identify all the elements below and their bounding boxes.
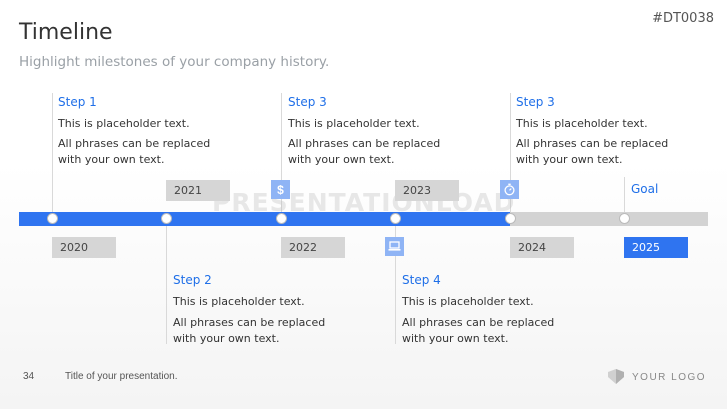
step-text: All phrases can be replaced (288, 137, 441, 150)
step-text: This is placeholder text. (58, 117, 190, 130)
timeline-dot (47, 213, 58, 224)
timeline-progress (19, 212, 510, 226)
step-text: This is placeholder text. (173, 295, 305, 308)
page-subtitle: Highlight milestones of your company his… (19, 54, 330, 70)
step-text: with your own text. (516, 153, 623, 166)
page-number: 34 (23, 371, 35, 382)
step-text: All phrases can be replaced (402, 316, 555, 329)
year-label: 2022 (281, 237, 345, 258)
timeline-dot (161, 213, 172, 224)
timeline-dot (619, 213, 630, 224)
step-text: All phrases can be replaced (516, 137, 669, 150)
step-text: This is placeholder text. (402, 295, 534, 308)
step-text: with your own text. (58, 153, 165, 166)
connector-line (624, 177, 625, 213)
stopwatch-icon-graphic (504, 183, 515, 196)
step-title: Step 3 (516, 95, 555, 109)
step-text: This is placeholder text. (516, 117, 648, 130)
connector-line (52, 93, 53, 213)
connector-line (395, 226, 396, 344)
logo-icon (608, 369, 624, 384)
year-label: 2021 (166, 180, 230, 201)
laptop-icon (385, 237, 404, 256)
page-title: Timeline (19, 20, 113, 45)
connector-line (166, 226, 167, 344)
slide-code: #DT0038 (652, 11, 714, 26)
step-title: Step 4 (402, 273, 441, 287)
logo-text: YOUR LOGO (632, 372, 707, 383)
step-title: Step 3 (288, 95, 327, 109)
year-label: 2024 (510, 237, 574, 258)
year-label-goal: 2025 (624, 237, 688, 258)
step-text: with your own text. (288, 153, 395, 166)
connector-line (281, 93, 282, 213)
connector-line (510, 93, 511, 213)
stopwatch-icon (500, 180, 519, 199)
timeline-dot (276, 213, 287, 224)
dollar-icon: $ (271, 180, 290, 199)
presentation-title: Title of your presentation. (65, 371, 178, 382)
step-text: All phrases can be replaced (58, 137, 211, 150)
goal-label: Goal (631, 182, 659, 196)
year-label: 2020 (52, 237, 116, 258)
step-title: Step 1 (58, 95, 97, 109)
timeline-dot (390, 213, 401, 224)
timeline-dot (505, 213, 516, 224)
year-label: 2023 (395, 180, 459, 201)
step-text: All phrases can be replaced (173, 316, 326, 329)
step-text: with your own text. (402, 332, 509, 345)
laptop-icon-graphic (388, 241, 401, 251)
step-title: Step 2 (173, 273, 212, 287)
step-text: with your own text. (173, 332, 280, 345)
step-text: This is placeholder text. (288, 117, 420, 130)
